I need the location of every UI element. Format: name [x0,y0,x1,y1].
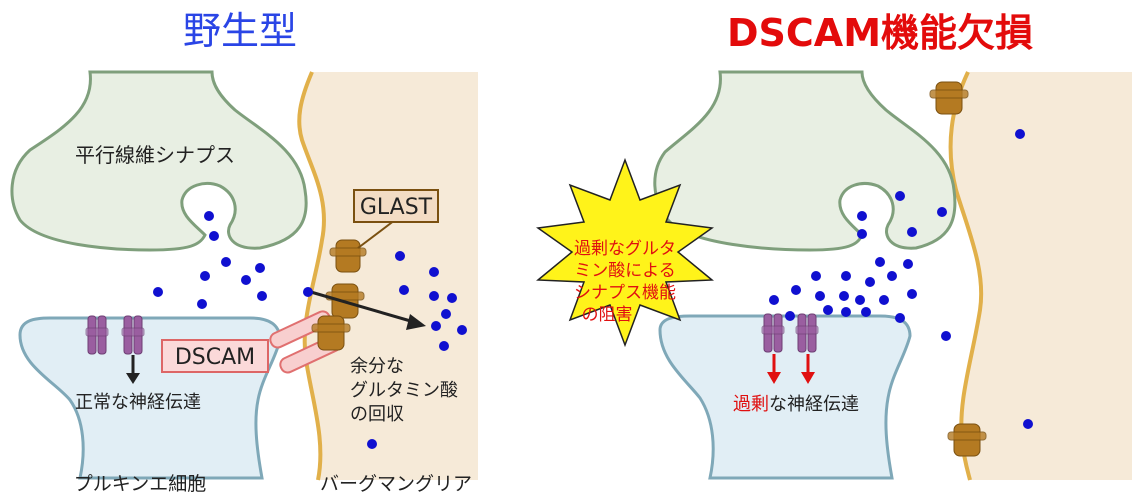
bergmann-membrane-left [297,71,326,481]
purkinje-label: プルキンエ細胞 [74,473,206,495]
excess-arrowhead-2 [801,372,815,384]
excess-prefix: 過剰 [733,394,769,415]
excess-transmission-label: 過剰な神経伝達 [733,394,859,415]
bergmann-label: バーグマングリア [320,473,472,495]
parallel-fiber-label: 平行線維シナプス [75,143,235,167]
glutamate-dots-left [153,211,467,449]
burst-line-3: シナプス機能 [574,283,676,303]
excess-suffix: な神経伝達 [769,394,859,415]
uptake-arrow [303,288,415,324]
loss-panel: 過剰な神経伝達 過剰なグルタ ミン酸による シナプス機能 の阻害 DSCAM機能… [535,11,1132,481]
receptor-left-2 [121,315,145,355]
glast-pointer [357,219,396,249]
bergmann-glia-left [299,72,478,480]
warning-burst [535,157,715,348]
parallel-fiber-terminal-right [653,70,957,252]
glast-label: GLAST [360,195,433,220]
glast-label-box [353,189,439,223]
normal-transmission-arrowhead [126,373,140,384]
uptake-arrowhead [406,314,426,330]
glast-transporter-1 [329,239,367,273]
glutamate-dots-right [769,129,1033,429]
wild-type-title: 野生型 [183,9,297,53]
glast-transporter-right-1 [929,81,969,115]
loss-title: DSCAM機能欠損 [727,11,1033,55]
dscam-label-box [161,339,269,373]
uptake-label-line-1: 余分な [350,356,404,377]
receptor-right-1 [761,313,785,353]
excess-arrowhead-1 [767,372,781,384]
glast-transporter-3 [311,315,351,351]
receptor-right-2 [795,313,819,353]
uptake-label-line-3: の回収 [350,404,404,425]
bergmann-glia-right [950,72,1132,480]
receptor-left-1 [85,315,109,355]
wild-type-panel: 平行線維シナプス 正常な神経伝達 DSCAM [10,9,478,495]
burst-line-2: ミン酸による [574,261,676,281]
burst-line-1: 過剰なグルタ [574,239,676,259]
parallel-fiber-terminal-left [10,70,308,252]
glast-transporter-right-2 [947,423,987,457]
uptake-label-line-2: グルタミン酸 [350,380,458,401]
dscam-label: DSCAM [175,345,255,370]
burst-line-4: の阻害 [582,305,633,325]
normal-transmission-label: 正常な神経伝達 [75,392,201,413]
purkinje-cell-right [658,314,912,480]
